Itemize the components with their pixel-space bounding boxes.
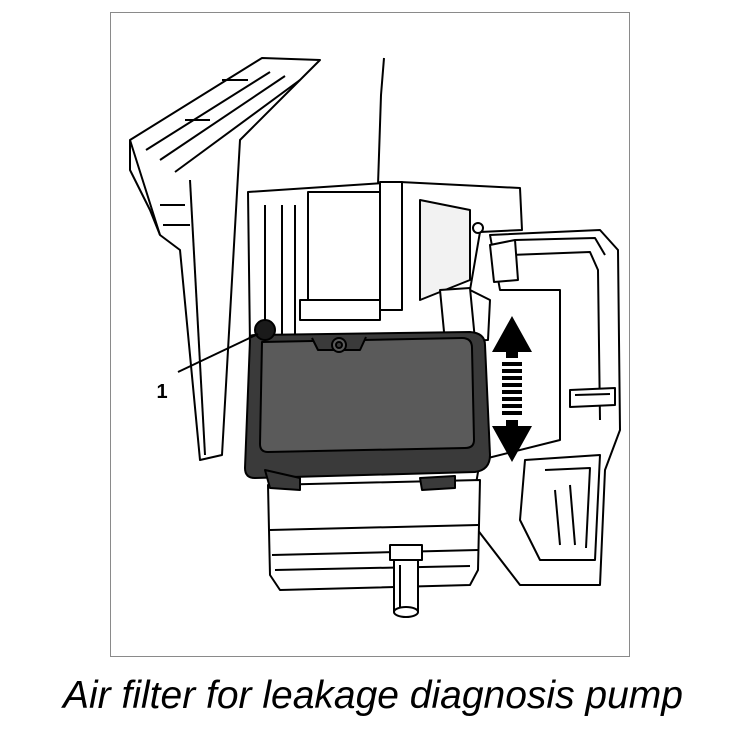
- callout-label-1: 1: [156, 381, 167, 403]
- movement-arrow: [492, 316, 532, 462]
- vent-cap: [254, 319, 276, 341]
- side-bracket: [469, 229, 621, 586]
- outlet-pipe: [389, 544, 423, 618]
- wire: [377, 57, 385, 186]
- pump-body: [247, 181, 523, 346]
- figure-caption: Air filter for leakage diagnosis pump: [63, 674, 683, 717]
- callout-leader-1: [177, 333, 259, 373]
- air-filter-housing: [129, 57, 321, 461]
- air-filter-item-1: [244, 331, 491, 491]
- lower-housing: [267, 479, 481, 591]
